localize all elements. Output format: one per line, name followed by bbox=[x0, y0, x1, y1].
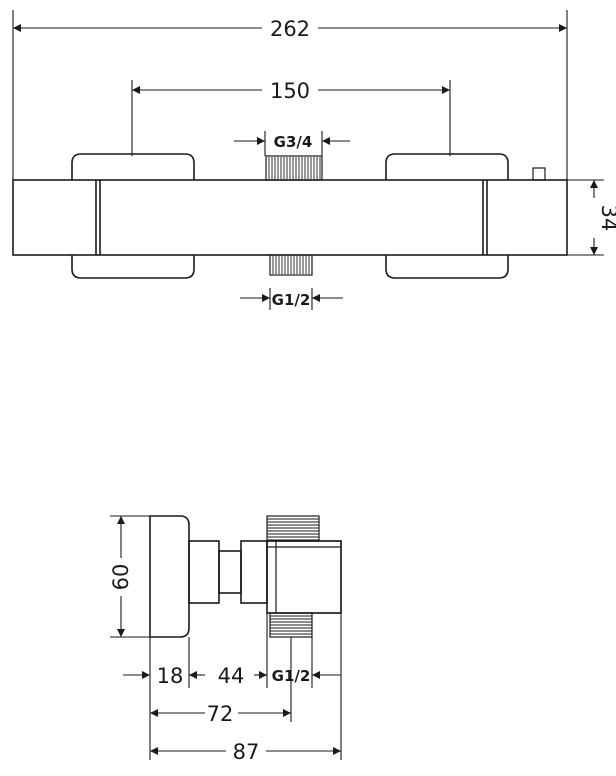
inlet-left-top bbox=[71, 153, 195, 180]
side-body bbox=[266, 540, 342, 614]
front-view: 262 150 G3/4 bbox=[12, 10, 616, 310]
side-thread-top bbox=[266, 515, 320, 542]
side-knob bbox=[149, 515, 190, 638]
dim-87: 87 bbox=[233, 740, 260, 764]
thread-top bbox=[265, 155, 323, 181]
side-view: 60 18 44 G1/2 72 87 bbox=[109, 515, 342, 764]
dim-44: 44 bbox=[218, 664, 245, 688]
dim-overall-width: 262 bbox=[270, 17, 310, 41]
dim-body-height: 34 bbox=[597, 205, 616, 232]
inlet-left-bottom bbox=[71, 255, 195, 279]
side-body-inner bbox=[275, 540, 342, 614]
dim-72: 72 bbox=[207, 702, 234, 726]
side-thread-bottom bbox=[269, 612, 313, 638]
dim-side-thread: G1/2 bbox=[272, 667, 311, 685]
dim-inlet-spacing: 150 bbox=[270, 79, 310, 103]
dim-top-thread: G3/4 bbox=[274, 133, 313, 151]
dim-bottom-thread: G1/2 bbox=[272, 291, 311, 309]
safety-button bbox=[532, 167, 546, 181]
side-spindle-2 bbox=[218, 550, 242, 594]
side-spindle-1 bbox=[188, 540, 220, 604]
side-spindle-3 bbox=[240, 540, 268, 604]
inlet-right-top bbox=[385, 153, 509, 180]
thread-bottom bbox=[269, 254, 313, 276]
inlet-right-bottom bbox=[385, 255, 509, 279]
dim-18: 18 bbox=[157, 664, 184, 688]
dim-side-height: 60 bbox=[109, 564, 133, 591]
